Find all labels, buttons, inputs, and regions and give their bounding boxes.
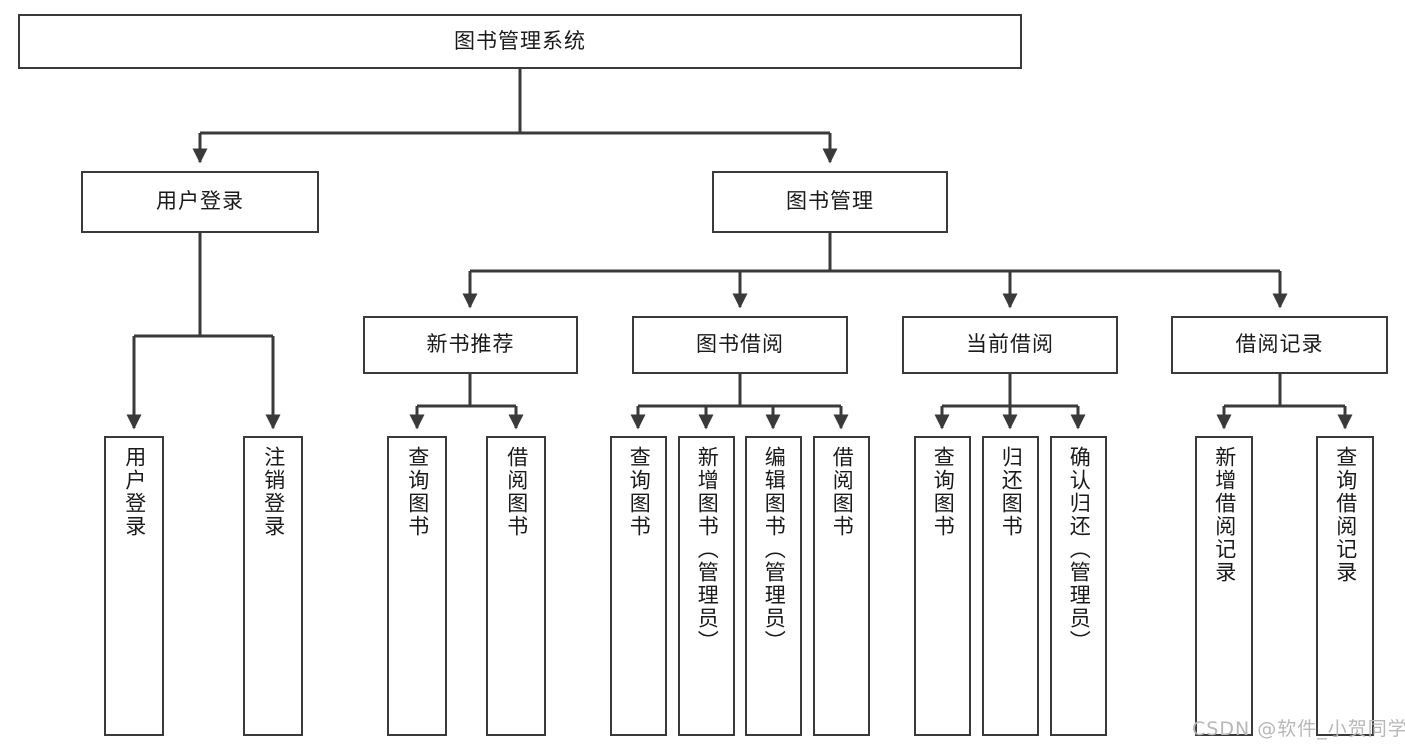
node-leaf-query-book-2[interactable]: 查询图书 (610, 436, 667, 736)
node-leaf-confirm-return[interactable]: 确认归还（管理员） (1050, 436, 1107, 736)
node-user-login-label: 用户登录 (156, 189, 244, 214)
node-leaf-user-login[interactable]: 用户登录 (104, 436, 164, 736)
node-leaf-return-book[interactable]: 归还图书 (982, 436, 1039, 736)
node-book-borrow-label: 图书借阅 (696, 332, 784, 357)
node-leaf-logout-login-label: 注销登录 (261, 446, 286, 538)
node-leaf-query-book-2-label: 查询图书 (627, 446, 652, 538)
node-leaf-add-borrow-record[interactable]: 新增借阅记录 (1195, 436, 1253, 736)
node-root[interactable]: 图书管理系统 (18, 14, 1022, 69)
node-leaf-edit-book[interactable]: 编辑图书（管理员） (745, 436, 802, 736)
node-leaf-edit-book-label: 编辑图书（管理员） (762, 446, 787, 653)
node-leaf-query-book-1[interactable]: 查询图书 (387, 436, 447, 736)
node-leaf-query-book-1-label: 查询图书 (405, 446, 430, 538)
node-leaf-add-book-label: 新增图书（管理员） (695, 446, 720, 653)
node-leaf-query-borrow-record[interactable]: 查询借阅记录 (1316, 436, 1374, 736)
node-leaf-borrow-book-1-label: 借阅图书 (504, 446, 529, 538)
node-borrow-record-label: 借阅记录 (1235, 332, 1324, 357)
node-leaf-confirm-return-label: 确认归还（管理员） (1067, 446, 1092, 653)
node-leaf-logout-login[interactable]: 注销登录 (243, 436, 303, 736)
node-leaf-borrow-book-2[interactable]: 借阅图书 (813, 436, 870, 736)
node-leaf-add-book[interactable]: 新增图书（管理员） (678, 436, 735, 736)
node-user-login[interactable]: 用户登录 (81, 171, 319, 233)
node-book-borrow[interactable]: 图书借阅 (632, 316, 848, 374)
node-new-book-recommend-label: 新书推荐 (426, 332, 515, 357)
node-leaf-query-borrow-record-label: 查询借阅记录 (1333, 446, 1358, 584)
node-leaf-query-book-3[interactable]: 查询图书 (914, 436, 971, 736)
node-root-label: 图书管理系统 (454, 28, 586, 53)
csdn-watermark: CSDN @软件_小贺同学 (1192, 718, 1405, 740)
node-book-management[interactable]: 图书管理 (712, 171, 948, 233)
node-leaf-borrow-book-1[interactable]: 借阅图书 (486, 436, 546, 736)
node-book-management-label: 图书管理 (786, 189, 874, 214)
node-borrow-record[interactable]: 借阅记录 (1171, 316, 1388, 374)
node-leaf-add-borrow-record-label: 新增借阅记录 (1212, 446, 1237, 584)
node-leaf-user-login-label: 用户登录 (122, 446, 147, 538)
node-leaf-borrow-book-2-label: 借阅图书 (830, 446, 855, 538)
node-new-book-recommend[interactable]: 新书推荐 (363, 316, 578, 374)
node-current-borrow-label: 当前借阅 (966, 332, 1054, 357)
node-leaf-return-book-label: 归还图书 (999, 446, 1024, 538)
node-current-borrow[interactable]: 当前借阅 (902, 316, 1118, 374)
node-leaf-query-book-3-label: 查询图书 (931, 446, 956, 538)
